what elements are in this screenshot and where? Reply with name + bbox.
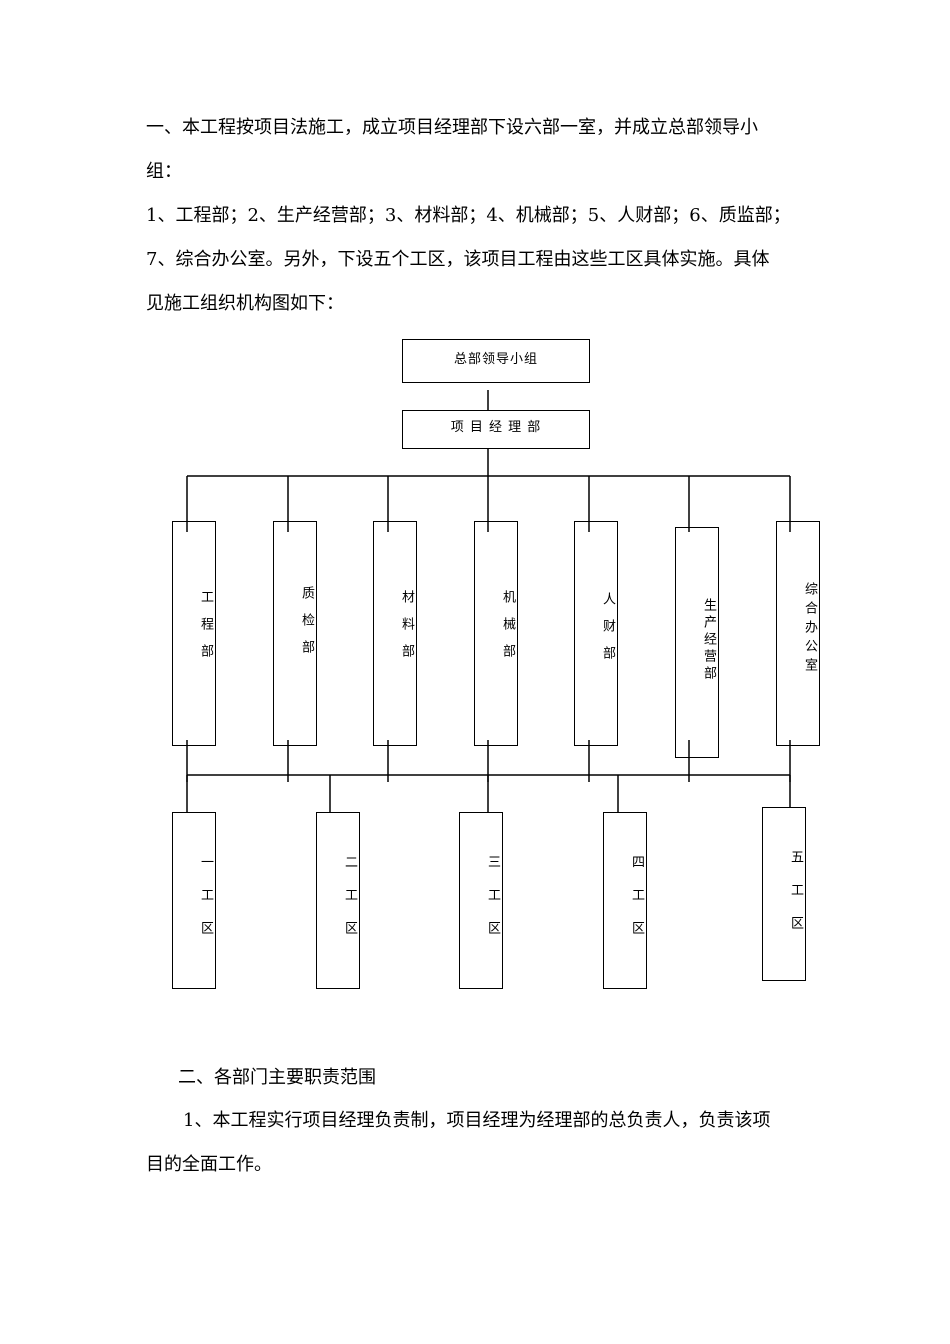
dept-label: 综合办公室 xyxy=(802,582,817,677)
org-box-dept: 综合办公室 xyxy=(776,521,820,746)
org-box-project-manager: 项 目 经 理 部 xyxy=(402,410,590,449)
org-box-dept: 生产经营部 xyxy=(675,527,719,758)
dept-label: 工程部 xyxy=(198,590,213,671)
section-2-heading: 二、各部门主要职责范围 xyxy=(178,1067,376,1088)
org-box-label: 项 目 经 理 部 xyxy=(450,420,542,435)
org-box-work-zone: 二工区 xyxy=(316,812,360,989)
org-box-work-zone: 一工区 xyxy=(172,812,216,989)
intro-line-5: 见施工组织机构图如下： xyxy=(146,293,344,314)
dept-label: 生产经营部 xyxy=(701,598,716,683)
zone-label: 四工区 xyxy=(629,855,644,954)
org-box-leadership: 总部领导小组 xyxy=(402,339,590,383)
dept-label: 材料部 xyxy=(399,590,414,671)
org-box-dept: 人财部 xyxy=(574,521,618,746)
dept-drop-lines xyxy=(186,476,791,532)
org-box-work-zone: 三工区 xyxy=(459,812,503,989)
zone-label: 二工区 xyxy=(342,855,357,954)
intro-line-1: 一、本工程按项目法施工，成立项目经理部下设六部一室，并成立总部领导小 xyxy=(146,117,758,138)
intro-line-3: 1、工程部；2、生产经营部；3、材料部；4、机械部；5、人财部；6、质监部； xyxy=(146,205,791,226)
org-box-label: 总部领导小组 xyxy=(453,351,538,367)
intro-line-2: 组： xyxy=(146,161,182,182)
section-2-paragraph-line-1: 1、本工程实行项目经理负责制，项目经理为经理部的总负责人，负责该项 xyxy=(183,1110,771,1131)
section-2-paragraph-line-2: 目的全面工作。 xyxy=(146,1154,272,1175)
zone-drop-lines xyxy=(186,775,791,814)
org-box-dept: 材料部 xyxy=(373,521,417,746)
dept-label: 质检部 xyxy=(299,586,314,667)
dept-label: 人财部 xyxy=(600,592,615,673)
dept-label: 机械部 xyxy=(500,590,515,671)
org-box-work-zone: 四工区 xyxy=(603,812,647,989)
intro-line-4: 7、综合办公室。另外，下设五个工区，该项目工程由这些工区具体实施。具体 xyxy=(146,249,770,270)
org-box-dept: 质检部 xyxy=(273,521,317,746)
org-box-dept: 机械部 xyxy=(474,521,518,746)
zone-label: 五工区 xyxy=(788,850,803,949)
org-box-dept: 工程部 xyxy=(172,521,216,746)
zone-label: 一工区 xyxy=(198,855,213,954)
org-box-work-zone: 五工区 xyxy=(762,807,806,981)
zone-label: 三工区 xyxy=(485,855,500,954)
